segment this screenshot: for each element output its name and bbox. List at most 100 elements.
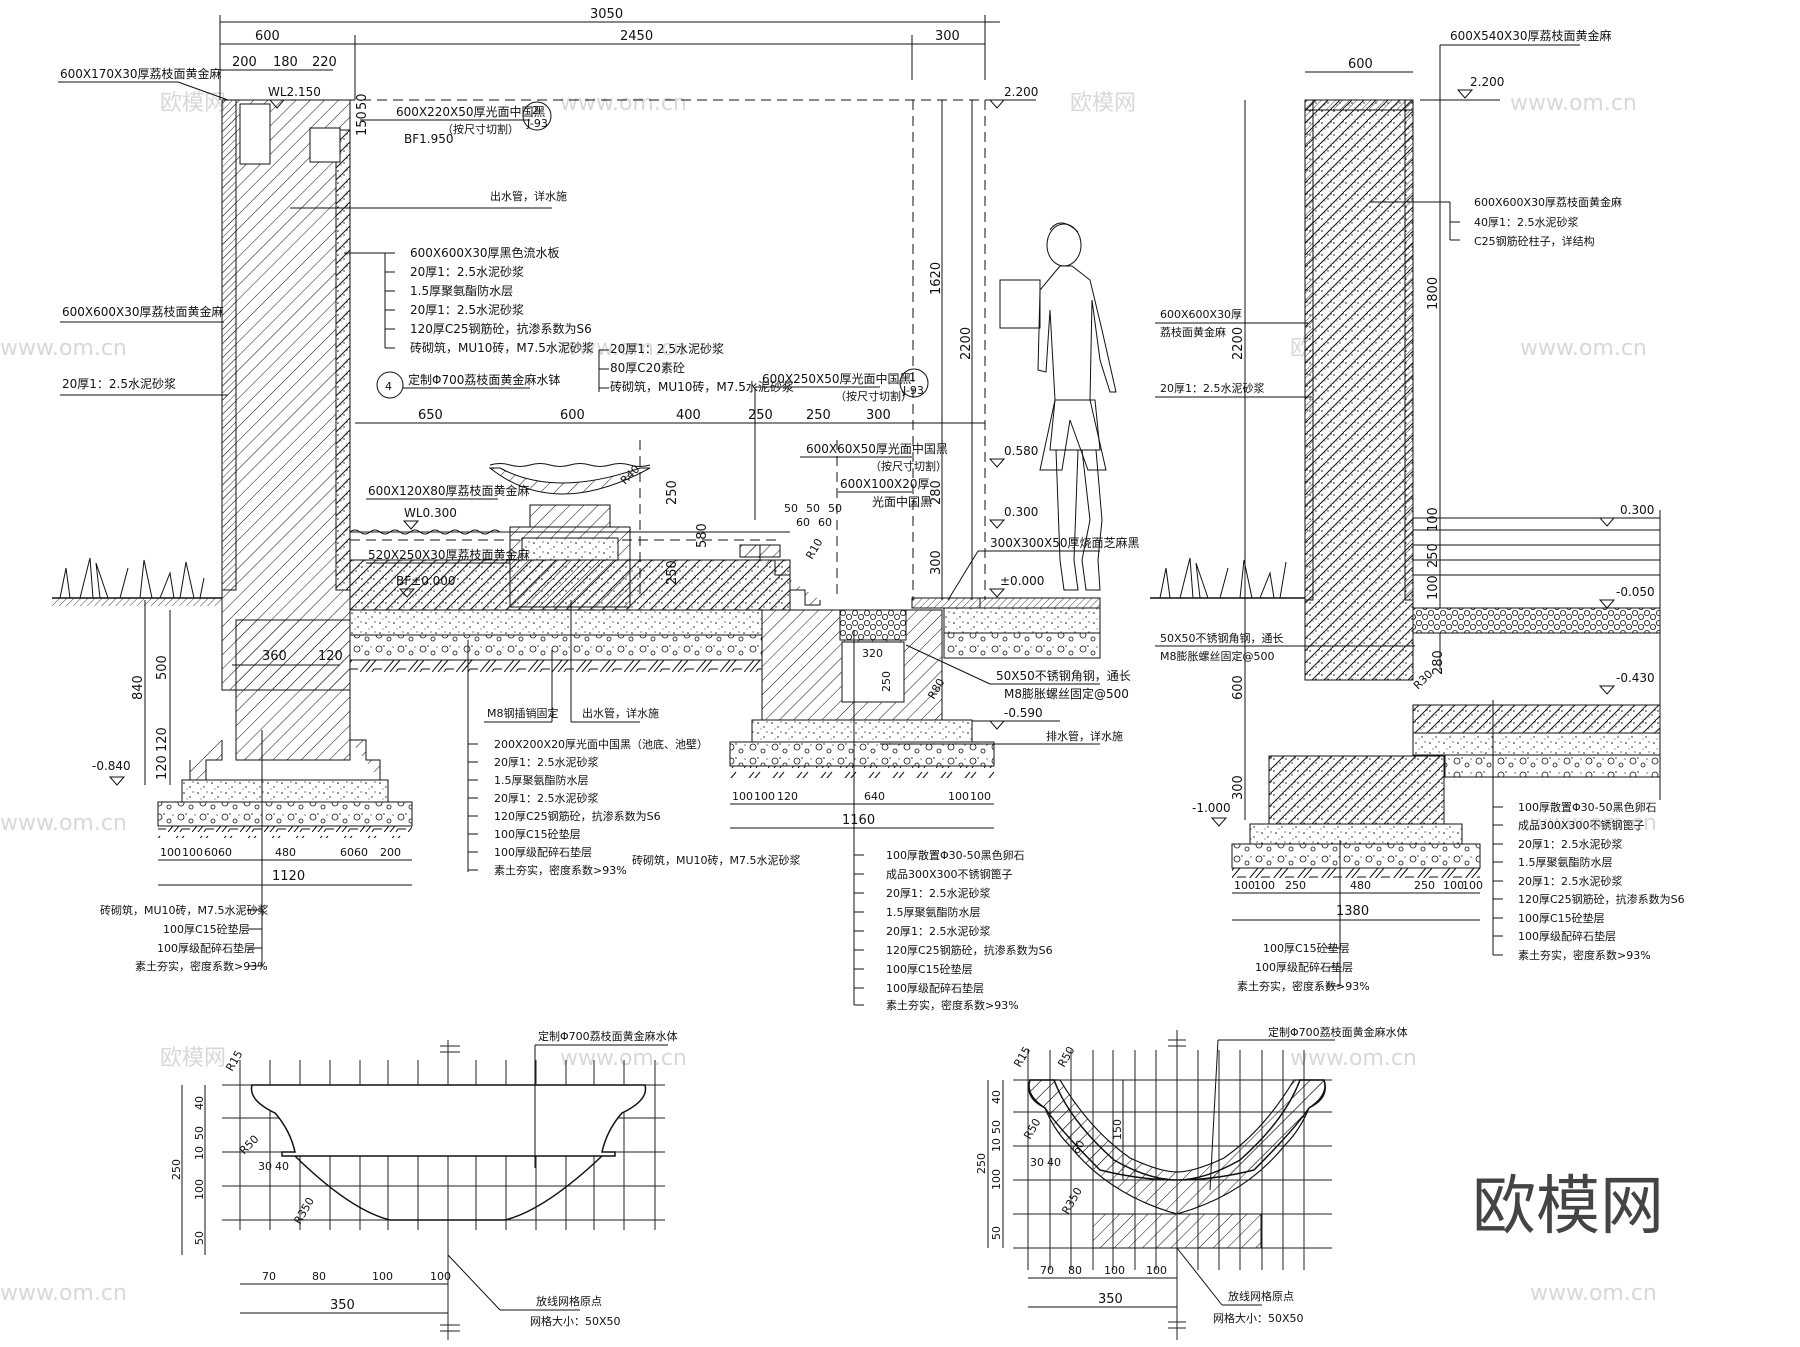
- trench-layer-2: 成品300X300不锈钢篦子: [886, 867, 1013, 881]
- be-vdim-100: 100: [193, 1179, 206, 1200]
- bowl-section-detail: 定制Φ700荔枝面黄金麻水体 R15 R50 R50 R350 60 40 50…: [975, 1025, 1408, 1340]
- rs-dim-280: 280: [1431, 650, 1446, 675]
- bs-hdim-100b: 100: [1146, 1264, 1167, 1277]
- rs-top-label: 600X540X30厚荔枝面黄金麻: [1450, 28, 1612, 43]
- trench-layer-5: 20厚1：2.5水泥砂浆: [886, 924, 991, 938]
- callout-4-label: 定制Φ700荔枝面黄金麻水钵: [408, 372, 560, 387]
- rs-face-1: 600X600X30厚: [1160, 308, 1242, 321]
- watermark-site: www.om.cn: [0, 1281, 127, 1306]
- rs-trench-layer-1: 100厚散置Φ30-50黑色卵石: [1518, 800, 1657, 814]
- dim-650: 650: [418, 408, 443, 423]
- bs-vdim-100: 100: [990, 1169, 1003, 1190]
- dim-600b: 600: [560, 408, 585, 423]
- be-hdim-70: 70: [262, 1270, 276, 1283]
- trench-layers-leader: 100厚散置Φ30-50黑色卵石 成品300X300不锈钢篦子 20厚1：2.5…: [853, 630, 1053, 1012]
- paving-label: 300X300X50厚烧面芝麻黑: [990, 535, 1140, 550]
- coping-note: （按尺寸切割）: [835, 389, 912, 403]
- bs-hdim-40: 40: [1047, 1156, 1061, 1169]
- trench-layer-9: 素土夯实，密度系数>93%: [886, 998, 1019, 1012]
- rs-fdim-2: 100: [1254, 879, 1275, 892]
- tdim-6: 100: [970, 790, 991, 803]
- pool-layers-leader: 200X200X20厚光面中国黑（池底、池壁） 20厚1：2.5水泥砂浆 1.5…: [467, 640, 708, 877]
- rs-trench-layer-5: 20厚1：2.5水泥砂浆: [1518, 874, 1623, 888]
- tdim-4: 640: [864, 790, 885, 803]
- rs-face-2: 荔枝面黄金麻: [1160, 325, 1226, 339]
- dim-600: 600: [255, 29, 280, 44]
- elev-0300: 0.300: [1004, 505, 1038, 519]
- rs-trench-layer-3: 20厚1：2.5水泥砂浆: [1518, 837, 1623, 851]
- paving-slab: [911, 597, 981, 609]
- watermark-site: www.om.cn: [1530, 811, 1657, 836]
- rs-elev-m0050: -0.050: [1616, 585, 1655, 599]
- sdim-5: 60: [818, 516, 832, 529]
- wall-layer-4: 20厚1：2.5水泥砂浆: [410, 302, 524, 317]
- wall-column: [221, 99, 351, 691]
- rs-width: 600: [1348, 57, 1373, 72]
- rs-fdim-7: 100: [1462, 879, 1483, 892]
- bowl-sec-r15: R15: [1011, 1044, 1033, 1069]
- fdim-total: 1120: [272, 869, 305, 884]
- dim-2450: 2450: [620, 29, 653, 44]
- bs-origin: 放线网格原点: [1228, 1289, 1294, 1303]
- footing-layer-3: 100厚级配碎石垫层: [157, 941, 255, 955]
- rs-footing: [1268, 755, 1445, 825]
- wall-layers-leader: 600X600X30厚黑色流水板 20厚1：2.5水泥砂浆 1.5厚聚氨酯防水层…: [344, 246, 594, 355]
- rs-dim-250: 250: [1426, 543, 1441, 568]
- fdim-5: 480: [275, 846, 296, 859]
- rs-dim-100b: 100: [1426, 575, 1441, 600]
- bowl-elevation-detail: 定制Φ700荔枝面黄金麻水体 R15 R50 R350 40 50 10 100…: [170, 1029, 678, 1340]
- tdim-1: 100: [732, 790, 753, 803]
- plants-icon: [1159, 557, 1287, 599]
- elev-0580: 0.580: [1004, 444, 1038, 458]
- brick-note: 砖砌筑，MU10砖，M7.5水泥砂浆: [632, 853, 801, 867]
- rs-dim-300: 300: [1231, 775, 1246, 800]
- pedestal-layer-1: 20厚1：2.5水泥砂浆: [610, 341, 724, 356]
- bs-hdim-70: 70: [1040, 1264, 1054, 1277]
- watermark-brand: 欧模网: [160, 91, 226, 116]
- rs-bolt: M8膨胀螺丝固定@500: [1160, 649, 1275, 663]
- bs-hdim-80: 80: [1068, 1264, 1082, 1277]
- angle-steel-label: 50X50不锈钢角钢，通长: [996, 669, 1131, 683]
- bs-vdim-10: 10: [990, 1138, 1003, 1152]
- be-origin: 放线网格原点: [536, 1294, 602, 1308]
- dim-250c: 250: [665, 480, 680, 505]
- dim-50: 50: [355, 93, 370, 110]
- bs-hdim-30: 30: [1030, 1156, 1044, 1169]
- rs-dim-2200: 2200: [1231, 327, 1246, 360]
- elev-m0590: -0.590: [1004, 706, 1043, 720]
- wl-pool-label: WL0.300: [404, 506, 457, 520]
- pedestal-layer-3: 砖砌筑，MU10砖，M7.5水泥砂浆: [610, 379, 794, 394]
- rs-trench-layer-6: 120厚C25钢筋砼，抗渗系数为S6: [1518, 892, 1685, 906]
- footing-layer-4: 素土夯实，密度系数>93%: [135, 959, 268, 973]
- dim-1620: 1620: [929, 262, 944, 295]
- trench-pebbles: [839, 609, 907, 641]
- trench-layer-6: 120厚C25钢筋砼，抗渗系数为S6: [886, 943, 1053, 957]
- bf-top-label: BF1.950: [404, 132, 454, 146]
- rs-elev-m1000: -1.000: [1192, 801, 1231, 815]
- footing-layers-leader: 砖砌筑，MU10砖，M7.5水泥砂浆 100厚C15砼垫层 100厚级配碎石垫层…: [100, 730, 269, 973]
- watermark-site: www.om.cn: [560, 91, 687, 116]
- fdim-4: 60: [218, 846, 232, 859]
- bs-vdim-150: 150: [1111, 1119, 1124, 1140]
- watermark-site: www.om.cn: [0, 811, 127, 836]
- dim-120b: 120: [155, 755, 170, 780]
- tdim-2: 100: [754, 790, 775, 803]
- rs-fdim-6: 100: [1443, 879, 1464, 892]
- be-vdim-50: 50: [193, 1126, 206, 1140]
- human-scale-figure-icon: [999, 222, 1117, 591]
- pool-layer-2: 20厚1：2.5水泥砂浆: [494, 755, 599, 769]
- be-hdim-80: 80: [312, 1270, 326, 1283]
- dim-180: 180: [273, 55, 298, 70]
- wall-layer-3: 1.5厚聚氨酯防水层: [410, 283, 513, 298]
- rs-trench-layer-4: 1.5厚聚氨酯防水层: [1518, 855, 1613, 869]
- trench-layer-4: 1.5厚聚氨酯防水层: [886, 905, 981, 919]
- bs-vdim-50b: 50: [990, 1226, 1003, 1240]
- bowl-sec-r350: R350: [1059, 1185, 1085, 1216]
- dim-360: 360: [262, 649, 287, 664]
- bowl-sec-r50a: R50: [1055, 1044, 1077, 1069]
- sdim-1: 50: [784, 502, 798, 515]
- watermark-site: www.om.cn: [1290, 1046, 1417, 1071]
- dim-250d: 250: [665, 560, 680, 585]
- rs-dim-1800: 1800: [1426, 277, 1441, 310]
